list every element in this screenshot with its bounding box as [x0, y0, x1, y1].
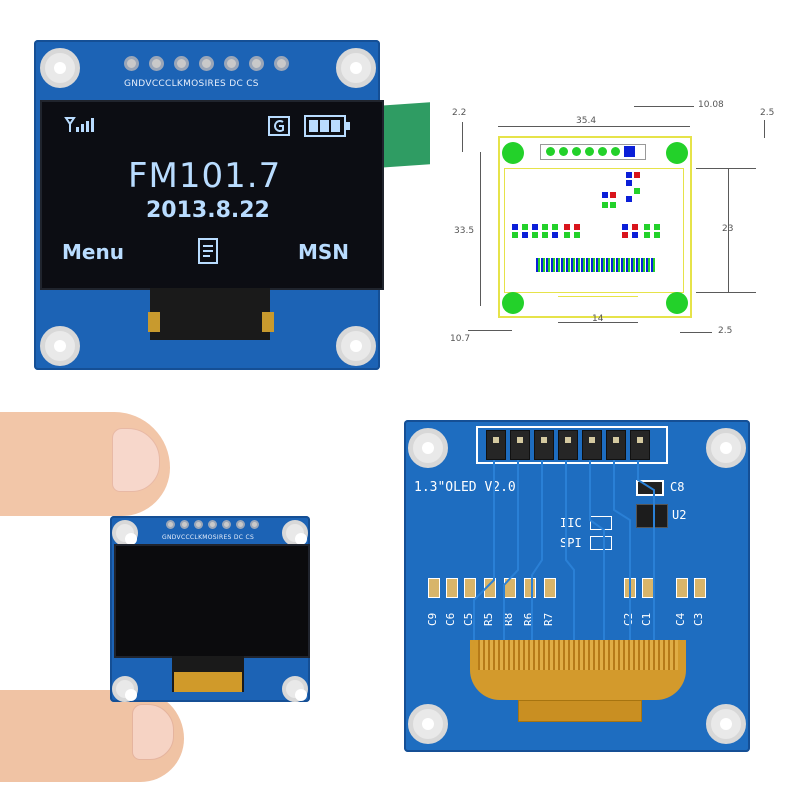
mount-hole-bl [40, 326, 80, 366]
dim-top-right: 10.08 [698, 100, 724, 110]
dim-left-height: 33.5 [454, 226, 475, 236]
cap-c6 [446, 578, 458, 598]
held-hole-bl [112, 676, 138, 702]
held-hole-tr [282, 520, 308, 546]
fingernail-top [112, 428, 160, 492]
res-r5 [484, 578, 496, 598]
res-r7 [544, 578, 556, 598]
cap-c3 [694, 578, 706, 598]
dim-left-top: 2.2 [452, 108, 467, 118]
date-readout: 2013.8.22 [146, 198, 270, 223]
dim-top-width: 35.4 [576, 116, 597, 126]
cap-c4 [676, 578, 688, 598]
mount-hole-tr [336, 48, 376, 88]
document-icon [198, 238, 218, 264]
pcb-traces [473, 460, 655, 640]
ribbon-edge-right [262, 312, 274, 332]
back-header-outline [476, 426, 668, 464]
back-hole-br [706, 704, 746, 744]
cap-c5 [464, 578, 476, 598]
held-pin-labels: GNDVCCCLKMOSIRES DC CS [162, 534, 255, 541]
back-hole-bl [408, 704, 448, 744]
battery-icon [304, 115, 350, 137]
signal-icon [64, 117, 94, 132]
dim-bottom-mid: 14 [592, 314, 604, 324]
mount-hole-br [336, 326, 376, 366]
held-hole-tl [112, 520, 138, 546]
c8-label: C8 [670, 480, 685, 494]
frequency-readout: FM101.7 [128, 156, 282, 196]
display-ribbon [150, 288, 270, 340]
u2-label: U2 [672, 508, 687, 522]
held-ribbon-gold [174, 672, 242, 692]
dimension-drawing: 35.4 10.08 2.5 2.2 33.5 23 10.7 14 2.5 [440, 96, 790, 356]
mount-hole-tl [40, 48, 80, 88]
back-hole-tr [706, 428, 746, 468]
flex-tab [380, 102, 430, 168]
fpc-tail [518, 700, 642, 722]
u2-chip [636, 504, 668, 528]
ribbon-edge [148, 312, 160, 332]
dim-bottom-left: 10.7 [450, 334, 471, 344]
msn-label: MSN [298, 240, 350, 264]
pin-labels: GNDVCCCLKMOSIRES DC CS [124, 79, 259, 89]
spi-jumper [590, 536, 612, 550]
fingernail-bottom [132, 704, 174, 760]
gps-icon [268, 116, 290, 136]
iic-jumper [590, 516, 612, 530]
menu-label: Menu [62, 240, 124, 264]
fpc-traces [478, 640, 678, 670]
oled-screen: FM101.7 2013.8.22 Menu MSN [40, 100, 384, 290]
dim-right-height: 23 [722, 224, 734, 234]
held-screen-off [114, 544, 310, 658]
fpc-pads [536, 258, 656, 272]
back-hole-tl [408, 428, 448, 468]
held-hole-br [282, 676, 308, 702]
cap-c9 [428, 578, 440, 598]
dim-top-right-small: 2.5 [760, 108, 775, 118]
dim-bottom-right: 2.5 [718, 326, 733, 336]
board-title: 1.3"OLED V2.0 [414, 480, 516, 495]
